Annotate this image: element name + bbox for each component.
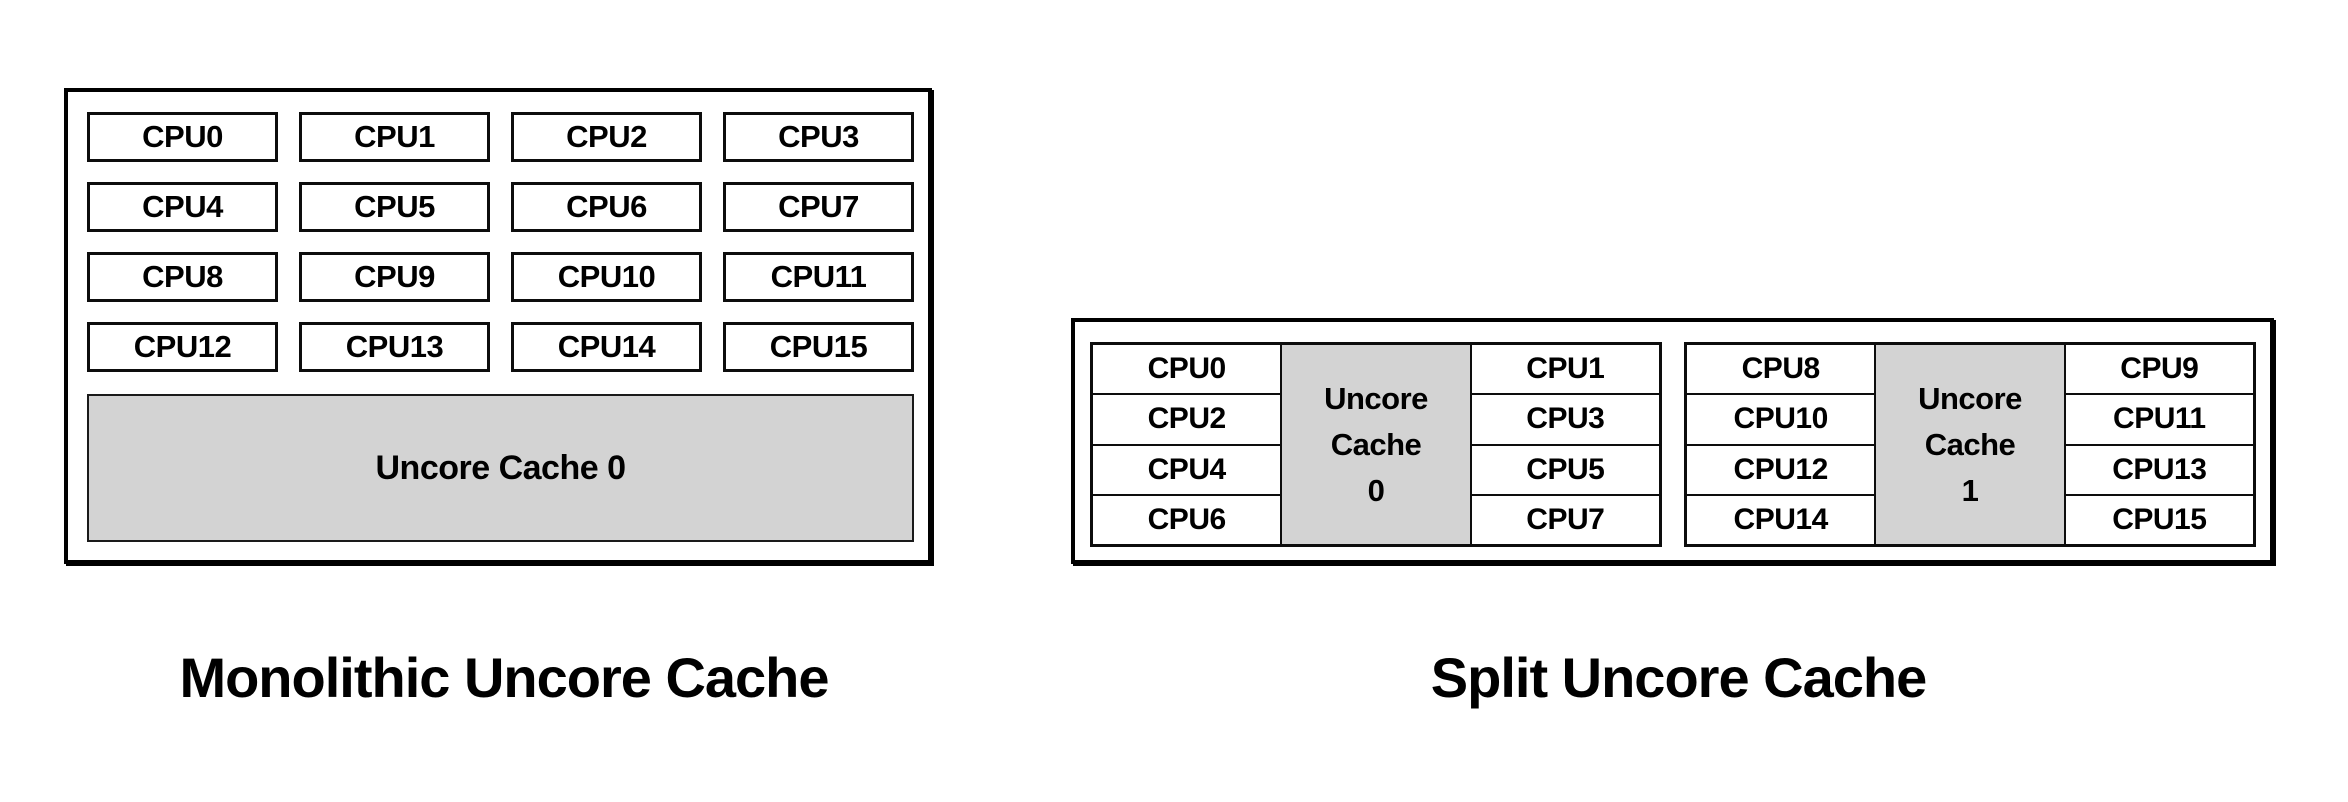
cpu-box: CPU7 xyxy=(723,182,914,232)
cpu-cluster-1: CPU8 CPU10 CPU12 CPU14 Uncore Cache 1 CP… xyxy=(1684,342,2256,547)
cpu-box: CPU4 xyxy=(87,182,278,232)
split-caption: Split Uncore Cache xyxy=(1430,646,1927,709)
cpu-box: CPU13 xyxy=(299,322,490,372)
cpu-cell: CPU9 xyxy=(2064,344,2254,395)
cpu-cell: CPU6 xyxy=(1092,494,1282,545)
cpu-box: CPU11 xyxy=(723,252,914,302)
cpu-cell: CPU11 xyxy=(2064,394,2254,445)
cpu-cell: CPU7 xyxy=(1470,494,1660,545)
cpu-cell: CPU14 xyxy=(1686,494,1876,545)
cpu-box: CPU8 xyxy=(87,252,278,302)
split-diagram: CPU0 CPU2 CPU4 CPU6 Uncore Cache 0 CPU1 … xyxy=(1071,318,2274,564)
uncore-cache-1-cell: Uncore Cache 1 xyxy=(1875,344,2065,545)
cpu-box: CPU3 xyxy=(723,112,914,162)
cpu-box: CPU12 xyxy=(87,322,278,372)
cpu-cell: CPU5 xyxy=(1470,444,1660,495)
cpu-box: CPU2 xyxy=(511,112,702,162)
monolithic-cpu-grid: CPU0 CPU1 CPU2 CPU3 CPU4 CPU5 CPU6 CPU7 … xyxy=(87,112,914,372)
cpu-cell: CPU10 xyxy=(1686,394,1876,445)
cpu-cell: CPU12 xyxy=(1686,444,1876,495)
cpu-box: CPU1 xyxy=(299,112,490,162)
cpu-box: CPU10 xyxy=(511,252,702,302)
cpu-cell: CPU1 xyxy=(1470,344,1660,395)
cpu-cell: CPU3 xyxy=(1470,394,1660,445)
cpu-cell: CPU8 xyxy=(1686,344,1876,395)
monolithic-caption: Monolithic Uncore Cache xyxy=(179,646,829,709)
cpu-cell: CPU4 xyxy=(1092,444,1282,495)
cpu-box: CPU0 xyxy=(87,112,278,162)
cpu-box: CPU14 xyxy=(511,322,702,372)
cpu-box: CPU5 xyxy=(299,182,490,232)
uncore-cache-0-box: Uncore Cache 0 xyxy=(87,394,914,542)
cpu-cell: CPU2 xyxy=(1092,394,1282,445)
cpu-cell: CPU13 xyxy=(2064,444,2254,495)
cpu-cluster-0: CPU0 CPU2 CPU4 CPU6 Uncore Cache 0 CPU1 … xyxy=(1090,342,1662,547)
cpu-box: CPU9 xyxy=(299,252,490,302)
cpu-cell: CPU0 xyxy=(1092,344,1282,395)
uncore-cache-0-cell: Uncore Cache 0 xyxy=(1281,344,1471,545)
cpu-box: CPU6 xyxy=(511,182,702,232)
cpu-cell: CPU15 xyxy=(2064,494,2254,545)
cpu-box: CPU15 xyxy=(723,322,914,372)
monolithic-diagram: CPU0 CPU1 CPU2 CPU3 CPU4 CPU5 CPU6 CPU7 … xyxy=(64,88,932,564)
